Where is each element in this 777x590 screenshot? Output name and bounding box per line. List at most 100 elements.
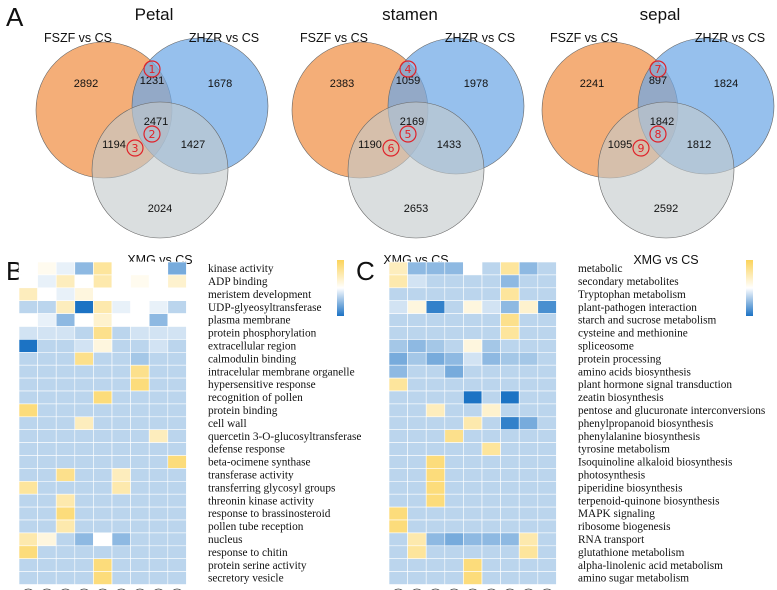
- heatmap-cell: [463, 493, 483, 508]
- marker-ring: [399, 125, 417, 143]
- heatmap-cell: [537, 274, 557, 289]
- heatmap-cell: [111, 493, 131, 508]
- heatmap-cell: [500, 545, 520, 559]
- heatmap-cell: [111, 261, 131, 276]
- heatmap-cell: [55, 519, 76, 534]
- heatmap-cell: [481, 558, 501, 572]
- heatmap-cell: [55, 480, 76, 495]
- marker-number: 9: [638, 142, 645, 155]
- heatmap-cell: [500, 429, 520, 443]
- column-ring: [98, 588, 107, 590]
- heatmap-cell: [518, 274, 539, 289]
- set-label-zhzr: ZHZR vs CS: [445, 31, 515, 45]
- column-label: 9: [542, 588, 552, 590]
- region-count-ac: 1095: [608, 139, 632, 151]
- heatmap-cell: [130, 313, 150, 327]
- heatmap-cell: [111, 442, 131, 456]
- heatmap-cell: [537, 377, 557, 392]
- heatmap-cell: [481, 339, 501, 353]
- heatmap-cell: [425, 403, 446, 418]
- marker-number: 2: [149, 128, 156, 141]
- heatmap-cell: [74, 558, 94, 572]
- heatmap-cell: [500, 364, 520, 379]
- row-label: quercetin 3-O-glucosyltransferase: [208, 431, 361, 443]
- heatmap-cell: [518, 300, 539, 314]
- heatmap-cell: [425, 429, 446, 443]
- column-label: 6: [117, 588, 126, 590]
- heatmap-cell: [167, 287, 187, 301]
- heatmap-cell: [93, 377, 113, 392]
- marker-number: 8: [655, 128, 662, 141]
- heatmap-cell: [167, 274, 187, 289]
- heatmap-cell: [481, 416, 501, 430]
- heatmap-cell: [148, 339, 169, 353]
- region-marker: 7: [649, 60, 667, 78]
- heatmap-cell: [425, 364, 446, 379]
- heatmap-cell: [167, 442, 187, 456]
- heatmap-cell: [111, 300, 131, 314]
- heatmap-cell: [518, 571, 539, 585]
- heatmap-cell: [18, 261, 38, 276]
- heatmap-cell: [500, 519, 520, 534]
- color-legend: [746, 260, 753, 316]
- marker-ring: [649, 125, 667, 143]
- heatmap-cell: [148, 364, 169, 379]
- heatmap-cell: [130, 493, 150, 508]
- heatmap-cell: [463, 571, 483, 585]
- region-count-c_only: 2653: [404, 203, 428, 215]
- heatmap-cell: [37, 429, 57, 443]
- heatmap-cell: [444, 326, 464, 340]
- heatmap-cell: [37, 339, 57, 353]
- heatmap-cell: [388, 339, 408, 353]
- heatmap-cell: [481, 377, 501, 392]
- region-count-c_only: 2592: [654, 203, 678, 215]
- marker-ring: [399, 60, 417, 78]
- heatmap-cell: [500, 326, 520, 340]
- heatmap-cell: [111, 558, 131, 572]
- heatmap-cell: [18, 351, 38, 366]
- heatmap-cell: [444, 519, 464, 534]
- heatmap-cell: [93, 493, 113, 508]
- heatmap-cell: [444, 571, 464, 585]
- heatmap-cell: [407, 506, 427, 521]
- heatmap-cell: [500, 416, 520, 430]
- heatmap-cell: [55, 300, 76, 314]
- heatmap-cell: [425, 519, 446, 534]
- heatmap-cell: [444, 455, 464, 469]
- heatmap-cell: [111, 506, 131, 521]
- heatmap-cell: [518, 351, 539, 366]
- heatmap-cell: [407, 480, 427, 495]
- heatmap-cell: [167, 313, 187, 327]
- heatmap-cell: [93, 390, 113, 405]
- row-label: protein processing: [578, 353, 661, 365]
- heatmap-cell: [93, 519, 113, 534]
- heatmap-cell: [444, 532, 464, 547]
- heatmap-cell: [388, 468, 408, 482]
- heatmap-cell: [388, 274, 408, 289]
- row-label: plasma membrane: [208, 315, 291, 327]
- heatmap-cell: [481, 403, 501, 418]
- heatmap-cell: [55, 532, 76, 547]
- heatmap-cell: [93, 545, 113, 559]
- region-count-ac: 1194: [102, 139, 126, 151]
- heatmap-cell: [407, 429, 427, 443]
- heatmap-cell: [18, 506, 38, 521]
- row-label: transferase activity: [208, 469, 294, 481]
- heatmap-cell: [407, 339, 427, 353]
- row-label: starch and sucrose metabolism: [578, 315, 717, 327]
- heatmap-cell: [500, 442, 520, 456]
- heatmap-cell: [130, 416, 150, 430]
- column-label: 1: [394, 588, 403, 590]
- heatmap-cell: [167, 364, 187, 379]
- heatmap-cell: [388, 326, 408, 340]
- heatmap-cell: [111, 351, 131, 366]
- heatmap-cell: [55, 403, 76, 418]
- heatmap-cell: [148, 377, 169, 392]
- heatmap-cell: [167, 558, 187, 572]
- heatmap-cell: [167, 519, 187, 534]
- heatmap-cell: [444, 403, 464, 418]
- row-label: kinase activity: [208, 263, 274, 275]
- heatmap-cell: [500, 532, 520, 547]
- heatmap-cell: [388, 300, 408, 314]
- heatmap-cell: [167, 390, 187, 405]
